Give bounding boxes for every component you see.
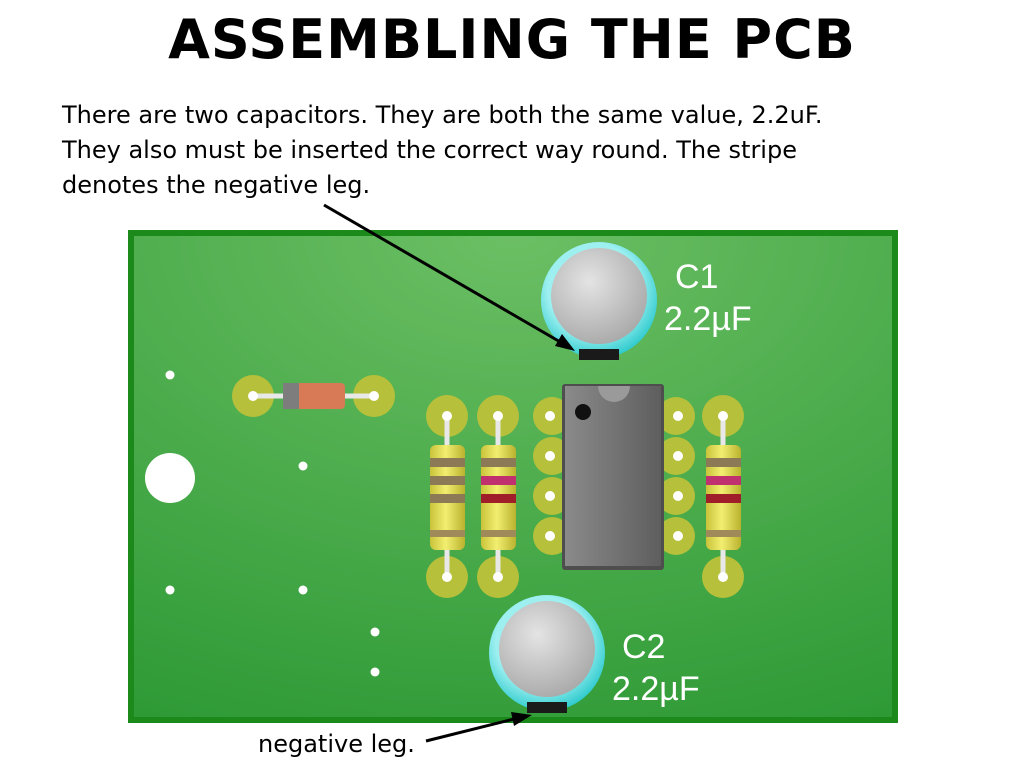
arrow-to-c2-stripe bbox=[425, 716, 519, 743]
arrow-head-icon bbox=[555, 334, 575, 351]
resistor-1 bbox=[426, 395, 468, 598]
mounting-hole bbox=[145, 453, 195, 503]
capacitor-c1 bbox=[541, 242, 657, 360]
description-line: They also must be inserted the correct w… bbox=[62, 136, 797, 164]
resistor-3 bbox=[702, 395, 744, 598]
c2-ref-label: C2 bbox=[622, 628, 665, 666]
ic-chip bbox=[562, 384, 664, 570]
description-line: denotes the negative leg. bbox=[62, 171, 371, 199]
arrow-head-icon bbox=[511, 712, 532, 726]
resistor-2 bbox=[477, 395, 519, 598]
arrow-to-c1-stripe bbox=[323, 203, 563, 345]
slide-title: ASSEMBLING THE PCB bbox=[168, 8, 856, 71]
c1-value-label: 2.2µF bbox=[664, 300, 752, 338]
negative-leg-caption: negative leg. bbox=[258, 730, 415, 758]
capacitor-c2 bbox=[489, 595, 605, 713]
via-dots bbox=[165, 370, 380, 677]
description-line: There are two capacitors. They are both … bbox=[62, 101, 823, 129]
pointer-arrows bbox=[323, 203, 575, 743]
c1-ref-label: C1 bbox=[675, 258, 718, 296]
diode bbox=[232, 375, 395, 417]
description-text: There are two capacitors. They are both … bbox=[62, 98, 942, 203]
c2-value-label: 2.2µF bbox=[612, 670, 700, 708]
ic-pads bbox=[533, 397, 695, 555]
